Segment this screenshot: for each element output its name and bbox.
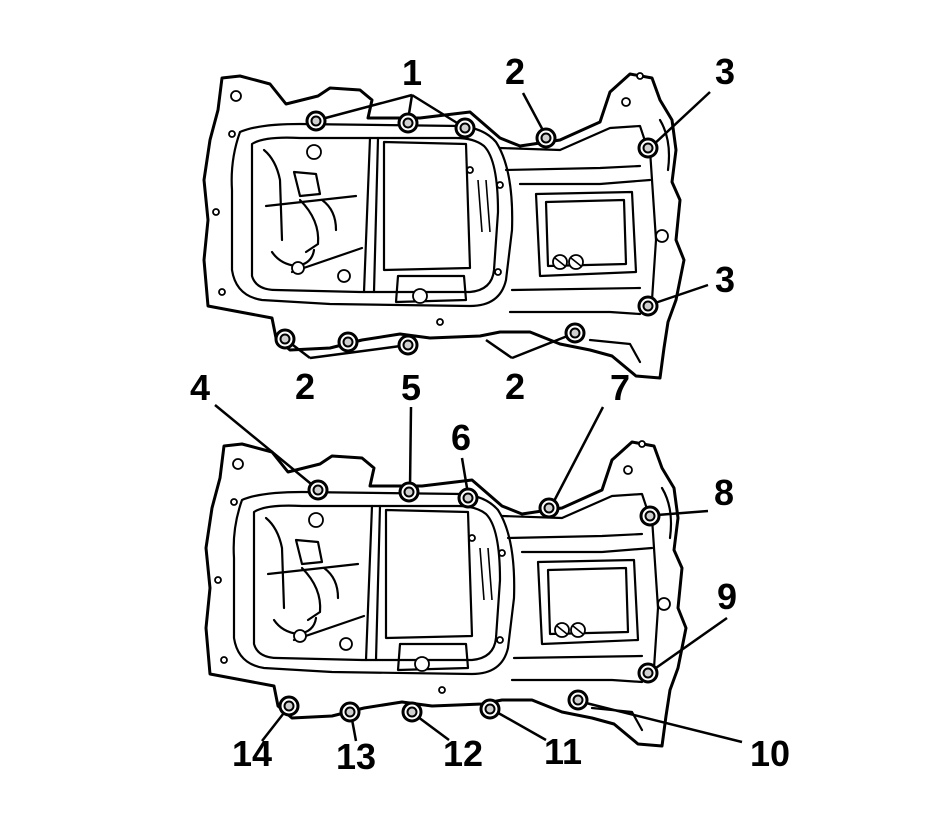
bolt-head [402,117,414,129]
callout-label: 9 [717,576,737,617]
bolt-head [644,510,656,522]
bolt-head [572,694,584,706]
bolt-head [312,484,324,496]
bolt-head [642,667,654,679]
bolt-head [402,339,414,351]
leader-line [651,91,711,147]
leader-line [654,283,709,305]
leader-line [581,700,743,744]
bolt-head [642,142,654,154]
callout-label: 3 [715,259,735,300]
leader-line [317,93,413,122]
bolt-head [543,502,555,514]
leader-line [214,404,317,489]
callout-label: 3 [715,51,735,92]
callout-label: 13 [336,736,376,777]
callout-label: 11 [544,731,582,772]
callout-label: 10 [750,733,790,774]
leader-line [485,338,513,360]
callout-label: 2 [505,366,525,407]
leader-line [511,331,576,360]
bolt-head [342,336,354,348]
bolt-head [459,122,471,134]
bolt-head [279,333,291,345]
callout-label: 2 [505,51,525,92]
bolt-head [484,703,496,715]
top-figure-annotations: 1 2 3 3 2 2 [274,51,735,407]
callout-label: 6 [451,417,471,458]
bottom-figure-annotations: 4 56 7 8 9 10 11 12 13 14 [190,367,790,777]
callout-label: 1 [402,52,422,93]
bolt-head [462,492,474,504]
bolt-head [403,486,415,498]
bolt-head [569,327,581,339]
bolt-head [283,700,295,712]
leader-line [550,406,605,506]
leader-line [309,343,409,360]
callout-label: 12 [443,733,483,774]
callout-label: 5 [401,367,421,408]
leader-line [411,93,463,128]
bottom-oil-pan-view [204,439,688,748]
leader-line [492,708,547,742]
bolt-head [540,132,552,144]
callout-label: 14 [232,733,272,774]
callout-label: 8 [714,472,734,513]
callout-label: 2 [295,366,315,407]
callout-label: 4 [190,367,210,408]
leader-line [656,509,709,517]
leader-line [408,406,413,489]
callout-label: 7 [610,367,630,408]
leader-line [652,616,728,672]
bolt-head [642,300,654,312]
bolt-head [310,115,322,127]
bolt-head [344,706,356,718]
top-oil-pan-view [202,71,686,380]
bolt-head [406,706,418,718]
